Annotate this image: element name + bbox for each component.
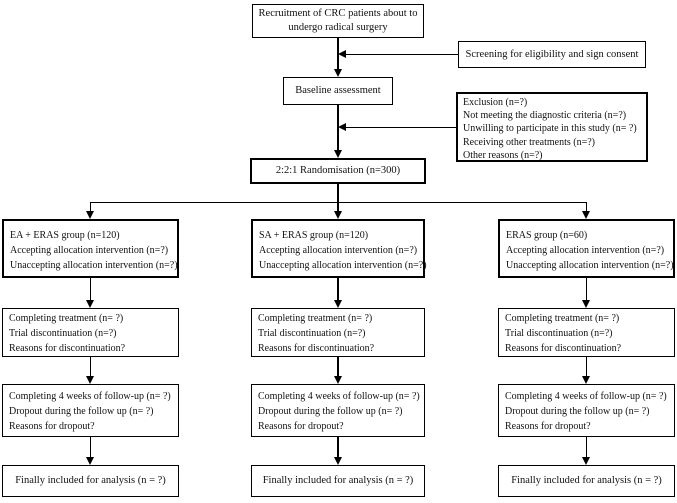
treatment-line: Completing treatment (n= ?) [505, 313, 620, 324]
screening-text: Screening for eligibility and sign conse… [465, 48, 639, 60]
arrow-down-icon [86, 457, 94, 465]
arrow-down-icon [582, 300, 590, 308]
arrow-down-icon [582, 457, 590, 465]
treatment-line: Trial discontinuation (n=?) [505, 328, 613, 339]
arrow-down-icon [86, 211, 94, 219]
analysis-text: Finally included for analysis (n = ?) [262, 475, 414, 486]
followup-line: Completing 4 weeks of follow-up (n= ?) [9, 391, 171, 402]
treatment-line: Completing treatment (n= ?) [258, 313, 373, 324]
connector-exclusion [346, 126, 456, 128]
group-line: ERAS group (n=60) [506, 230, 588, 241]
treatment-box-sa-eras: Completing treatment (n= ?) Trial discon… [251, 308, 425, 357]
group-line: EA + ERAS group (n=120) [10, 230, 120, 241]
treatment-line: Reasons for discontinuation? [258, 343, 375, 354]
group-line: Unaccepting allocation intervention (n=?… [10, 260, 178, 271]
connector-col1-a [89, 278, 92, 301]
arrow-down-icon [582, 211, 590, 219]
treatment-box-ea-eras: Completing treatment (n= ?) Trial discon… [2, 308, 179, 357]
followup-line: Dropout during the follow up (n= ?) [505, 406, 650, 417]
exclusion-line: Unwilling to participate in this study (… [463, 123, 637, 135]
treatment-line: Reasons for discontinuation? [9, 343, 126, 354]
group-line: Unaccepting allocation intervention (n=?… [259, 260, 427, 271]
arrow-down-icon [333, 69, 342, 77]
group-line: Accepting allocation intervention (n=?) [506, 245, 665, 256]
group-box-sa-eras: SA + ERAS group (n=120) Accepting alloca… [251, 219, 427, 278]
exclusion-line: Exclusion (n=?) [463, 97, 528, 108]
followup-box-ea-eras: Completing 4 weeks of follow-up (n= ?) D… [2, 384, 179, 437]
followup-line: Reasons for dropout? [9, 421, 95, 432]
treatment-line: Reasons for discontinuation? [505, 343, 622, 354]
treatment-line: Trial discontinuation (n=?) [258, 328, 366, 339]
analysis-text: Finally included for analysis (n = ?) [511, 475, 662, 486]
branch-drop-right [585, 202, 588, 212]
connector-col3-a [585, 278, 588, 301]
connector-col2-b [337, 357, 339, 377]
group-line: SA + ERAS group (n=120) [259, 230, 369, 241]
group-box-eras: ERAS group (n=60) Accepting allocation i… [498, 219, 675, 278]
exclusion-line: Receiving other treatments (n=?) [463, 136, 595, 148]
analysis-box-sa-eras: Finally included for analysis (n = ?) [251, 465, 425, 497]
connector-col1-b [89, 357, 92, 377]
connector-col3-c [585, 437, 588, 458]
connector-col3-b [585, 357, 588, 377]
group-line: Accepting allocation intervention (n=?) [259, 245, 418, 256]
branch-drop-middle [337, 184, 339, 212]
arrow-down-icon [333, 457, 342, 465]
group-box-ea-eras: EA + ERAS group (n=120) Accepting alloca… [2, 219, 179, 278]
treatment-line: Trial discontinuation (n=?) [9, 328, 117, 339]
arrow-down-icon [582, 376, 590, 384]
randomisation-box: 2:2:1 Randomisation (n=300) [250, 158, 426, 184]
arrow-down-icon [333, 376, 342, 384]
connector-screening [346, 53, 458, 55]
group-line: Unaccepting allocation intervention (n=?… [506, 260, 674, 271]
arrow-down-icon [333, 150, 342, 158]
followup-line: Dropout during the follow up (n= ?) [9, 406, 154, 417]
followup-line: Completing 4 weeks of follow-up (n= ?) [258, 391, 420, 402]
group-line: Accepting allocation intervention (n=?) [10, 245, 169, 256]
treatment-line: Completing treatment (n= ?) [9, 313, 124, 324]
followup-line: Reasons for dropout? [505, 421, 591, 432]
followup-box-eras: Completing 4 weeks of follow-up (n= ?) D… [498, 384, 675, 437]
recruitment-text-line1: Recruitment of CRC patients about to [258, 8, 418, 19]
recruitment-box: Recruitment of CRC patients about to und… [252, 4, 424, 38]
branch-drop-left [89, 202, 92, 212]
exclusion-line: Not meeting the diagnostic criteria (n=?… [463, 110, 627, 122]
exclusion-line: Other reasons (n=?) [463, 149, 543, 161]
arrow-down-icon [86, 376, 94, 384]
followup-box-sa-eras: Completing 4 weeks of follow-up (n= ?) D… [251, 384, 425, 437]
arrow-left-icon [338, 49, 346, 58]
screening-box: Screening for eligibility and sign conse… [458, 41, 646, 68]
followup-line: Dropout during the follow up (n= ?) [258, 406, 403, 417]
connector-col1-c [89, 437, 92, 458]
connector-col2-c [337, 437, 339, 458]
analysis-text: Finally included for analysis (n = ?) [15, 475, 166, 486]
baseline-text: Baseline assessment [295, 85, 381, 96]
baseline-box: Baseline assessment [283, 77, 393, 105]
connector-col2-a [337, 278, 339, 301]
exclusion-box: Exclusion (n=?) Not meeting the diagnost… [456, 92, 648, 162]
followup-line: Completing 4 weeks of follow-up (n= ?) [505, 391, 667, 402]
analysis-box-eras: Finally included for analysis (n = ?) [498, 465, 675, 497]
treatment-box-eras: Completing treatment (n= ?) Trial discon… [498, 308, 675, 357]
arrow-down-icon [333, 300, 342, 308]
arrow-left-icon [338, 122, 346, 131]
arrow-down-icon [86, 300, 94, 308]
arrow-down-icon [333, 211, 342, 219]
analysis-box-ea-eras: Finally included for analysis (n = ?) [2, 465, 179, 497]
randomisation-text: 2:2:1 Randomisation (n=300) [275, 165, 401, 176]
followup-line: Reasons for dropout? [258, 421, 344, 432]
recruitment-text-line2: undergo radical surgery [288, 22, 388, 33]
